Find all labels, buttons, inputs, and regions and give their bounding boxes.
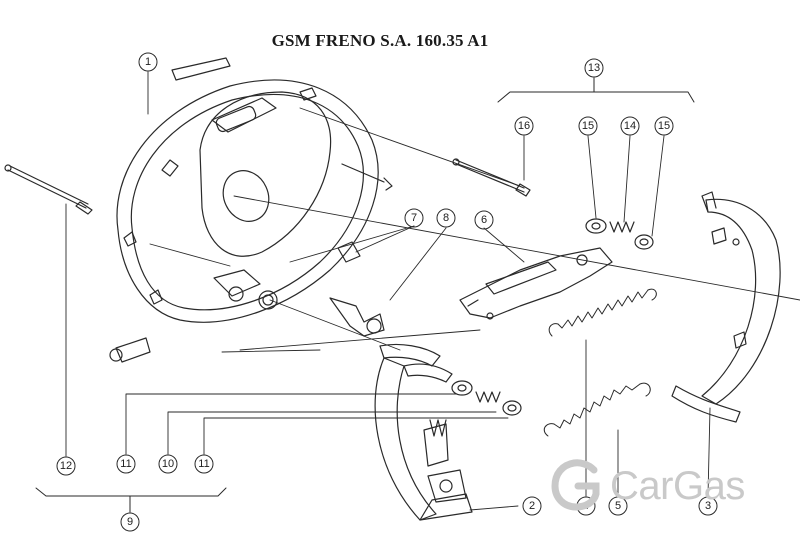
callout-13: 13 <box>588 62 600 74</box>
callout-15a: 15 <box>582 120 594 132</box>
adjuster-lever <box>459 247 613 320</box>
callout-10: 10 <box>162 458 174 470</box>
callout-6: 6 <box>481 214 487 226</box>
brake-shoe-front <box>374 343 473 521</box>
callout-16: 16 <box>518 120 530 132</box>
brake-shoe-rear <box>671 191 781 423</box>
callout-11a: 11 <box>120 458 131 470</box>
callout-7: 7 <box>411 212 417 224</box>
callout-8: 8 <box>443 212 449 224</box>
callout-9: 9 <box>127 516 133 528</box>
callout-1: 1 <box>145 56 151 68</box>
group-brackets <box>35 77 695 513</box>
callout-5: 5 <box>615 500 621 512</box>
callout-2: 2 <box>529 500 535 512</box>
callout-14: 14 <box>624 120 636 132</box>
watermark-text: CarGas <box>610 464 745 508</box>
cargas-watermark: CarGas <box>544 454 794 520</box>
hold-down-spring-set-lower <box>451 380 522 416</box>
cargas-logo-icon <box>551 459 600 511</box>
diagram-title: GSM FRENO S.A. 160.35 A1 <box>271 31 489 50</box>
callout-markers <box>56 52 718 532</box>
return-spring-upper <box>548 288 657 337</box>
callout-11b: 11 <box>198 458 209 470</box>
return-spring-lower <box>543 382 651 437</box>
wheel-cylinder-parts <box>109 241 385 363</box>
callout-3: 3 <box>705 500 711 512</box>
callout-15b: 15 <box>658 120 670 132</box>
assembly-axis-lines <box>149 107 800 353</box>
hold-down-pin <box>452 158 531 197</box>
hold-down-spring-set-upper <box>585 218 654 250</box>
adjuster-rod <box>4 164 93 215</box>
leader-lines <box>65 71 711 511</box>
callout-12: 12 <box>60 460 72 472</box>
callout-labels: 1 2 3 4 5 6 7 8 9 10 11 11 12 13 14 15 1… <box>60 56 711 528</box>
backing-plate <box>116 57 393 323</box>
